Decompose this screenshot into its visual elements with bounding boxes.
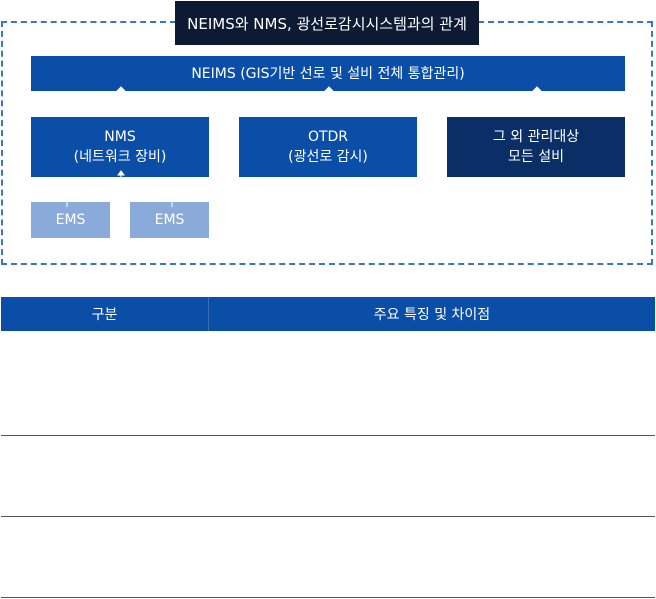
arrow-ems-to-nms <box>117 170 125 176</box>
otdr-subtitle: (광선로 감시) <box>288 149 368 165</box>
table-row-divider-1 <box>1 435 655 436</box>
arrow-etc-to-neims <box>531 86 543 92</box>
ems-label-1: EMS <box>55 212 86 228</box>
otdr-box: OTDR (광선로 감시) <box>239 117 417 177</box>
table-header-category: 구분 <box>1 297 209 331</box>
ems-box-1: EMS <box>31 202 110 238</box>
neims-box: NEIMS (GIS기반 선로 및 설비 전체 통합관리) <box>31 56 625 91</box>
table-header-features: 주요 특징 및 차이점 <box>373 307 491 323</box>
nms-subtitle: (네트워크 장비) <box>73 149 167 165</box>
nms-title: NMS <box>104 129 136 145</box>
other-equipment-box: 그 외 관리대상 모든 설비 <box>447 117 625 177</box>
other-equipment-title: 그 외 관리대상 <box>492 129 580 145</box>
arrow-otdr-to-neims <box>323 86 335 92</box>
ems-label-2: EMS <box>154 212 185 228</box>
table-row-divider-3 <box>1 597 655 598</box>
connector-arrows <box>66 86 543 207</box>
other-equipment-subtitle: 모든 설비 <box>508 149 564 165</box>
arrow-nms-to-neims <box>115 86 127 92</box>
neims-label: NEIMS (GIS기반 선로 및 설비 전체 통합관리) <box>191 65 465 82</box>
ems-box-2: EMS <box>130 202 209 238</box>
table-header-row: 구분 주요 특징 및 차이점 <box>1 297 655 331</box>
nms-box: NMS (네트워크 장비) <box>31 117 209 177</box>
otdr-title: OTDR <box>307 129 349 145</box>
table-row-divider-2 <box>1 516 655 517</box>
diagram-title: NEIMS와 NMS, 광선로감시시스템과의 관계 <box>175 1 479 45</box>
